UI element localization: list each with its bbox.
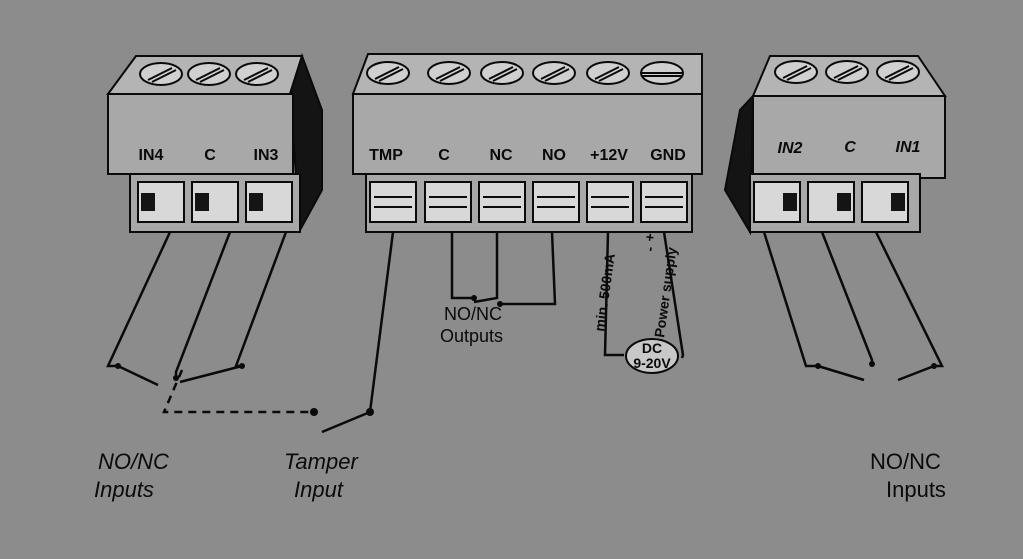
outputs-caption-line2: Outputs bbox=[440, 326, 503, 346]
power-wiring bbox=[603, 231, 685, 359]
terminal-label-in2: IN2 bbox=[778, 140, 803, 157]
tamper-contact-left bbox=[310, 408, 318, 416]
terminal-label-12v: +12V bbox=[590, 147, 628, 164]
current-label: min. 500mA bbox=[591, 252, 618, 332]
right-inputs-caption-line1: NO/NC bbox=[870, 449, 941, 474]
left-input-wiring bbox=[106, 231, 288, 387]
center-screw-slots bbox=[374, 66, 682, 82]
right-inputs-caption-line2: Inputs bbox=[886, 477, 946, 502]
terminal-label-no: NO bbox=[542, 147, 566, 164]
output-wiring bbox=[450, 231, 557, 306]
right-input-wiring bbox=[762, 231, 945, 382]
tamper-contact-right bbox=[366, 408, 374, 416]
center-clamp-bars bbox=[374, 196, 683, 208]
terminal-label-c-right: C bbox=[844, 139, 856, 156]
voltage-label: 9-20V bbox=[633, 355, 671, 371]
left-inputs-caption-line2: Inputs bbox=[94, 477, 154, 502]
output-contact-dots bbox=[471, 295, 503, 307]
terminal-label-in3: IN3 bbox=[254, 147, 279, 164]
left-contact-dots bbox=[115, 363, 245, 381]
terminal-label-gnd: GND bbox=[650, 147, 686, 164]
terminal-label-in1: IN1 bbox=[896, 139, 921, 156]
terminal-label-tmp: TMP bbox=[369, 147, 403, 164]
tamper-wiring bbox=[321, 231, 395, 434]
left-clamp-jaws bbox=[141, 193, 263, 211]
terminal-label-c-center: C bbox=[438, 147, 450, 164]
dc-label: DC bbox=[642, 340, 662, 356]
tamper-caption-line1: Tamper bbox=[284, 449, 359, 474]
terminal-label-c-left: C bbox=[204, 147, 216, 164]
minus-sign: - bbox=[641, 245, 658, 252]
right-clamp-slots bbox=[753, 181, 909, 223]
center-clamp-slots bbox=[369, 181, 688, 223]
left-clamp-slots bbox=[137, 181, 293, 223]
left-inputs-caption-line1: NO/NC bbox=[98, 449, 169, 474]
terminal-label-in4: IN4 bbox=[139, 147, 164, 164]
plus-sign: + bbox=[641, 232, 658, 242]
left-screw-slots bbox=[147, 67, 273, 83]
outputs-caption-line1: NO/NC bbox=[444, 304, 502, 324]
left-dashed-link bbox=[162, 369, 312, 414]
right-clamp-jaws bbox=[783, 193, 905, 211]
dc-source-circle bbox=[625, 338, 679, 374]
right-screw-slots bbox=[782, 65, 914, 81]
tamper-caption-line2: Input bbox=[294, 477, 344, 502]
power-supply-label: Power supply bbox=[651, 246, 680, 339]
terminal-label-nc: NC bbox=[489, 147, 513, 164]
right-contact-dots bbox=[815, 361, 937, 369]
